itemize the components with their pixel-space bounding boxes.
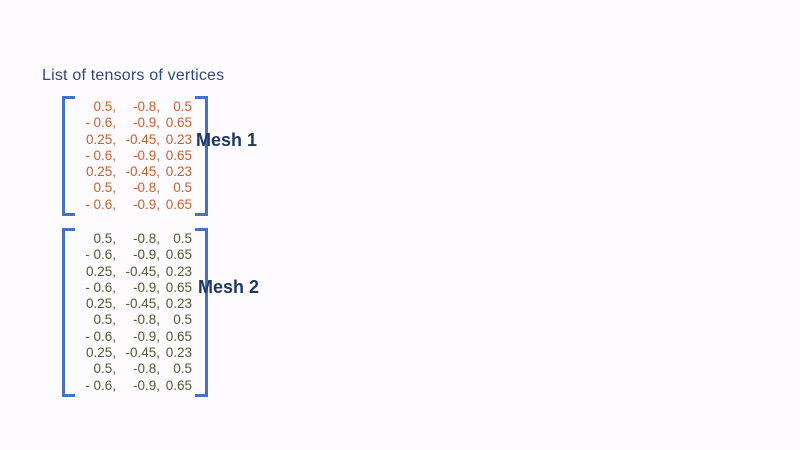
matrix-row: 0.25, -0.45, 0.23 [78, 164, 192, 180]
matrix-cell: -0.8, [132, 361, 160, 377]
matrix-cell: 0.65 [165, 196, 192, 212]
matrix-row: - 0.6, -0.9, 0.65 [78, 280, 192, 296]
page-title: List of tensors of vertices [42, 67, 225, 84]
matrix-row: 0.25, -0.45, 0.23 [78, 345, 192, 361]
matrix-cell: - 0.6, [85, 377, 116, 393]
matrix-cell: - 0.6, [85, 279, 116, 295]
matrix-cell: 0.65 [165, 147, 192, 163]
matrix-cell: - 0.6, [85, 147, 116, 163]
matrix-cell: 0.5, [93, 312, 116, 328]
matrix-cell: -0.9, [132, 328, 160, 344]
matrix-cell: -0.9, [132, 147, 160, 163]
matrix-row: 0.5, -0.8, 0.5 [78, 180, 192, 196]
matrix-cell: 0.25, [85, 164, 116, 180]
matrix-cell: -0.9, [132, 196, 160, 212]
mesh2-left-bracket-icon [62, 228, 75, 397]
matrix-cell: 0.23 [165, 164, 192, 180]
matrix-cell: -0.45, [125, 164, 160, 180]
matrix-cell: 0.5, [93, 361, 116, 377]
matrix-cell: 0.5, [93, 180, 116, 196]
matrix-row: - 0.6, -0.9, 0.65 [78, 329, 192, 345]
matrix-row: - 0.6, -0.9, 0.65 [78, 197, 192, 213]
matrix-cell: -0.8, [132, 312, 160, 328]
matrix-row: 0.25, -0.45, 0.23 [78, 296, 192, 312]
matrix-cell: - 0.6, [85, 115, 116, 131]
matrix-cell: 0.25, [85, 131, 116, 147]
mesh2-right-bracket-icon [195, 228, 208, 397]
matrix-row: - 0.6, -0.9, 0.65 [78, 247, 192, 263]
matrix-row: 0.5, -0.8, 0.5 [78, 231, 192, 247]
matrix-cell: -0.45, [125, 345, 160, 361]
matrix-cell: 0.65 [165, 328, 192, 344]
matrix-cell: 0.5, [93, 231, 116, 246]
matrix-cell: 0.5 [173, 231, 192, 246]
matrix-cell: -0.9, [132, 279, 160, 295]
matrix-cell: 0.23 [165, 263, 192, 279]
matrix-cell: 0.5 [173, 99, 192, 114]
matrix-cell: 0.25, [85, 345, 116, 361]
mesh1-right-bracket-icon [195, 96, 208, 217]
matrix-cell: 0.5, [93, 99, 116, 114]
matrix-cell: 0.25, [85, 296, 116, 312]
matrix-cell: -0.45, [125, 263, 160, 279]
matrix-cell: -0.8, [132, 99, 160, 114]
matrix-cell: 0.5 [173, 312, 192, 328]
matrix-cell: 0.25, [85, 263, 116, 279]
matrix-cell: 0.23 [165, 296, 192, 312]
matrix-row: 0.5, -0.8, 0.5 [78, 361, 192, 377]
matrix-cell: 0.65 [165, 377, 192, 393]
matrix-cell: 0.5 [173, 180, 192, 196]
mesh1-left-bracket-icon [62, 96, 75, 217]
matrix-cell: 0.65 [165, 279, 192, 295]
matrix-cell: -0.9, [132, 377, 160, 393]
matrix-cell: -0.8, [132, 180, 160, 196]
matrix-cell: -0.9, [132, 115, 160, 131]
matrix-cell: 0.65 [165, 247, 192, 263]
matrix-cell: - 0.6, [85, 247, 116, 263]
mesh1-label: Mesh 1 [196, 130, 258, 150]
matrix-row: 0.25, -0.45, 0.23 [78, 264, 192, 280]
matrix-cell: -0.8, [132, 231, 160, 246]
matrix-cell: - 0.6, [85, 196, 116, 212]
mesh2-label: Mesh 2 [198, 277, 260, 297]
matrix-cell: 0.23 [165, 131, 192, 147]
matrix-cell: 0.65 [165, 115, 192, 131]
matrix-row: 0.25, -0.45, 0.23 [78, 132, 192, 148]
matrix-cell: -0.45, [125, 296, 160, 312]
matrix-row: - 0.6, -0.9, 0.65 [78, 148, 192, 164]
matrix-cell: -0.9, [132, 247, 160, 263]
matrix-row: 0.5, -0.8, 0.5 [78, 312, 192, 328]
matrix-row: 0.5, -0.8, 0.5 [78, 99, 192, 115]
matrix-cell: - 0.6, [85, 328, 116, 344]
matrix-row: - 0.6, -0.9, 0.65 [78, 378, 192, 394]
matrix-row: - 0.6, -0.9, 0.65 [78, 115, 192, 131]
matrix-cell: 0.5 [173, 361, 192, 377]
matrix-cell: -0.45, [125, 131, 160, 147]
matrix-cell: 0.23 [165, 345, 192, 361]
